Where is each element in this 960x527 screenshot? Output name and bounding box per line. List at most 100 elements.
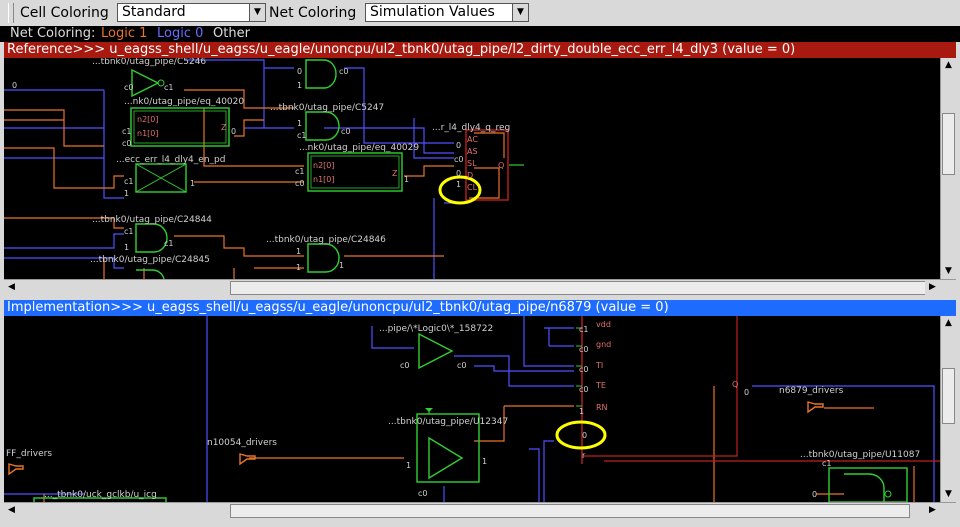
pin-label: c0 [341, 127, 351, 136]
pin-label: 1 [296, 247, 301, 256]
implementation-vertical-scrollbar[interactable]: ▲ ▼ [940, 316, 956, 502]
net-coloring-select[interactable]: Simulation Values ▼ [365, 3, 529, 22]
pin-label: c1 [579, 325, 589, 334]
pin-label: TE [595, 381, 606, 390]
logic0-label: ...pipe/\*Logic0\*_158722 [379, 324, 493, 334]
reference-schematic-canvas: ...tbnk0/utag_pipe/C5246 ...nk0/utag_pip… [4, 58, 524, 279]
pin-label: c0 [122, 139, 132, 148]
c24846-label: ...tbnk0/utag_pipe/C24846 [266, 235, 386, 245]
scroll-right-icon[interactable]: ▶ [925, 503, 940, 518]
implementation-horizontal-scrollbar[interactable]: ◀ ▶ [4, 502, 956, 518]
pin-label: c0 [454, 155, 464, 164]
c24845-label: ...tbnk0/utag_pipe/C24845 [90, 255, 210, 265]
reference-schematic[interactable]: ...tbnk0/utag_pipe/C5246 ...nk0/utag_pip… [4, 58, 956, 279]
pin-label: 0 [297, 67, 302, 76]
pin-label: c1 [122, 127, 132, 136]
pin-label: c1 [124, 177, 134, 186]
pin-label: TI [595, 361, 603, 370]
pin-label: c0 [579, 345, 589, 354]
pin-label: r [582, 451, 586, 460]
c24844-label: ...tbnk0/utag_pipe/C24844 [92, 215, 212, 225]
net-coloring-legend: Net Coloring: Logic 1 Logic 0 Other [0, 26, 960, 42]
pin-label: 1 [339, 261, 344, 270]
pin-label: 1 [406, 461, 411, 470]
pin-label: c0 [579, 385, 589, 394]
pin-label: CL [467, 183, 478, 192]
implementation-schematic-canvas: ...pipe/\*Logic0\*_158722 ...tbnk0/utag_… [4, 316, 956, 502]
cell-coloring-select[interactable]: Standard ▼ [117, 3, 266, 22]
reference-horizontal-scrollbar[interactable]: ◀ ▶ [4, 279, 956, 295]
pin-label: 1 [190, 179, 195, 188]
pin-label: 0 [12, 81, 17, 90]
pin-label: vdd [596, 320, 611, 329]
pin-label: 1 [124, 243, 129, 252]
scroll-down-icon[interactable]: ▼ [941, 487, 956, 502]
scroll-down-icon[interactable]: ▼ [941, 264, 956, 279]
u12347-label: ...tbnk0/utag_pipe/U12347 [388, 417, 508, 427]
pin-label: n1[0] [313, 175, 335, 184]
pin-label: 1 [297, 81, 302, 90]
pin-label: 0 [456, 141, 461, 150]
pin-label: SL [467, 159, 477, 168]
scroll-left-icon[interactable]: ◀ [4, 280, 19, 295]
pin-label: n1[0] [137, 129, 159, 138]
scroll-right-icon[interactable]: ▶ [925, 280, 940, 295]
pin-label: D [467, 171, 473, 180]
pin-label: 0 [456, 169, 461, 178]
net-coloring-value: Simulation Values [370, 4, 495, 20]
pin-label: n2[0] [137, 115, 159, 124]
implementation-header: Implementation>>> u_eagss_shell/u_eagss/… [4, 300, 956, 316]
c5246-label: ...tbnk0/utag_pipe/C5246 [92, 58, 206, 67]
n6879-drivers-label: n6879_drivers [779, 386, 844, 396]
cell-coloring-label: Cell Coloring [20, 5, 109, 21]
pin-label: c1 [297, 131, 307, 140]
legend-logic1: Logic 1 [101, 26, 148, 41]
n10054-drivers-label: n10054_drivers [207, 438, 277, 448]
pin-label: n2[0] [313, 161, 335, 170]
legend-label: Net Coloring: [10, 26, 96, 41]
pin-label: Z [392, 169, 398, 178]
reference-vertical-scrollbar[interactable]: ▲ ▼ [940, 58, 956, 279]
scroll-up-icon[interactable]: ▲ [941, 58, 956, 73]
pin-label: c0 [457, 361, 467, 370]
implementation-schematic[interactable]: ...pipe/\*Logic0\*_158722 ...tbnk0/utag_… [4, 316, 956, 502]
pin-label: c1 [164, 83, 174, 92]
scroll-up-icon[interactable]: ▲ [941, 316, 956, 331]
chevron-down-icon[interactable]: ▼ [512, 4, 528, 21]
u11087-label: ...tbnk0/utag_pipe/U11087 [800, 450, 920, 460]
legend-logic0: Logic 0 [157, 26, 204, 41]
pin-label: 1 [296, 263, 301, 272]
pin-label: c0 [295, 179, 305, 188]
scroll-left-icon[interactable]: ◀ [4, 503, 19, 518]
eq40029-label: ...nk0/utag_pipe/eq_40029 [299, 143, 419, 153]
pin-label: c1 [822, 459, 832, 468]
chevron-down-icon[interactable]: ▼ [249, 4, 265, 21]
pin-label: 1 [404, 175, 409, 184]
scroll-thumb[interactable] [942, 368, 955, 424]
pin-label: 1 [124, 189, 129, 198]
scroll-thumb[interactable] [942, 113, 955, 175]
pin-label: c0 [339, 67, 349, 76]
scroll-thumb[interactable] [230, 504, 910, 518]
pin-label: c0 [418, 489, 428, 498]
pin-label: c1 [164, 239, 174, 248]
pin-label: c1 [295, 167, 305, 176]
scroll-thumb[interactable] [230, 281, 926, 295]
pin-label: c0 [124, 83, 134, 92]
toolbar: Cell Coloring Standard ▼ Net Coloring Si… [0, 0, 960, 26]
ff-drivers-label: FF_drivers [6, 449, 52, 459]
eq40020-label: ...nk0/utag_pipe/eq_40020 [124, 97, 244, 107]
reference-header: Reference>>> u_eagss_shell/u_eagss/u_eag… [4, 42, 956, 58]
pin-label: AS [467, 147, 478, 156]
ecc-label: ...ecc_err_l4_dly4_en_pd [116, 155, 225, 165]
pin-label: RN [596, 403, 608, 412]
toolbar-grip[interactable] [8, 3, 14, 23]
cell-coloring-value: Standard [122, 4, 186, 20]
pin-label: 1 [579, 407, 584, 416]
pin-label: c0 [579, 365, 589, 374]
c5247-label: ...tbnk0/utag_pipe/C5247 [270, 103, 384, 113]
pin-label: 0 [744, 388, 749, 397]
pin-label: Z [221, 123, 227, 132]
pin-label: 1 [482, 457, 487, 466]
pin-label: c1 [124, 227, 134, 236]
